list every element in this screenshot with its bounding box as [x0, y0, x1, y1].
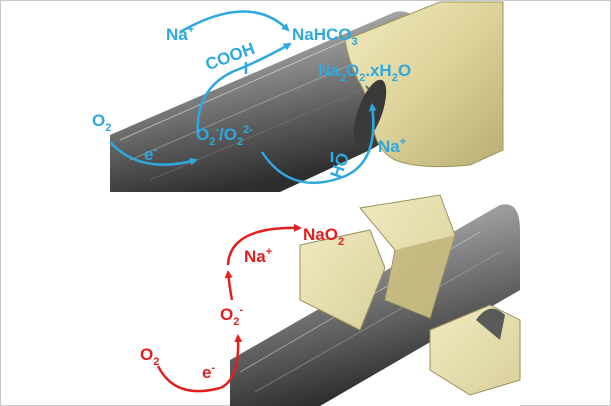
arrow-superoxide-to-na2o2	[260, 103, 377, 185]
label-na-plus-right: Na+	[378, 136, 406, 156]
fiber-texture-line	[119, 33, 361, 141]
nao2-cube-shadow	[385, 235, 455, 318]
bottom-panel	[230, 194, 521, 406]
label-na2o2-xh2o: Na2O2.xH2O	[318, 61, 411, 84]
fiber-texture-line	[254, 251, 501, 393]
top-panel	[110, 1, 504, 193]
arrow-o2-reduction-bottom	[156, 334, 243, 393]
label-nahco3: NaHCO3	[292, 25, 358, 48]
label-o2-top: O2	[92, 111, 111, 134]
arrow-na-to-nahco3	[179, 10, 290, 34]
label-o2-bottom: O2	[140, 345, 159, 368]
fiber-texture-line	[149, 79, 386, 181]
arrow-na-to-nao2	[226, 223, 302, 266]
label-o2-minus: O2-	[220, 304, 243, 328]
label-na-plus-top: Na+	[166, 24, 194, 44]
fiber-notch	[476, 308, 505, 340]
fiber-cut-face	[353, 79, 387, 145]
label-superoxide-peroxide: O2-/O22-	[196, 124, 253, 148]
nao2-cube-left	[299, 229, 386, 331]
label-nao2: NaO2	[303, 225, 344, 248]
label-na-plus-bottom: Na+	[244, 246, 272, 266]
arrow-superoxide-to-nahco3	[196, 42, 292, 136]
arrow-o2-reduction-top	[109, 141, 198, 166]
arrow-o2minus-up	[224, 270, 234, 301]
label-electron-top: e-	[144, 144, 157, 164]
label-electron-bottom: e-	[202, 362, 215, 382]
